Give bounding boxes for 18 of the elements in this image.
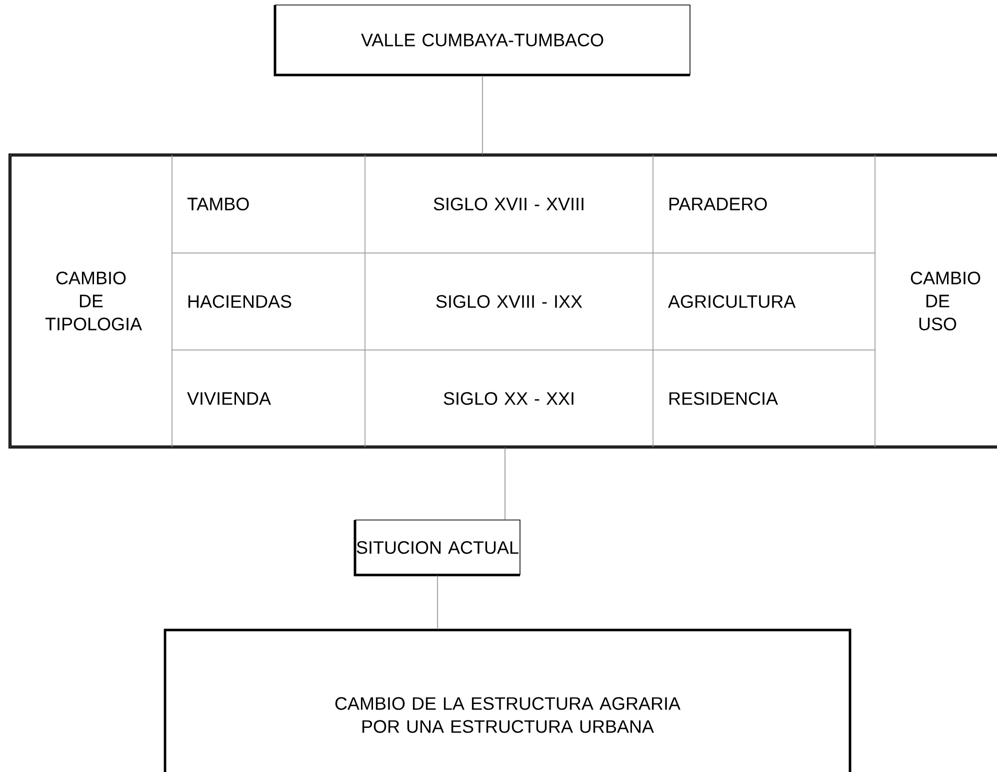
table-cell: SIGLO XVIII - IXX [364,252,654,350]
table-cell: HACIENDAS [172,252,366,350]
connector-line [504,446,506,520]
connector-line [482,74,483,156]
title-box: VALLE CUMBAYA-TUMBACO [274,4,690,76]
table-frame [8,154,997,448]
table-cell: SIGLO XVII - XVIII [364,154,654,254]
table-cell: SIGLO XX - XXI [364,350,654,448]
table-cell: AGRICULTURA [652,252,876,350]
connector-line [437,574,438,630]
table-cell: CAMBIO DE USO [874,154,997,448]
table-cell: CAMBIO DE TIPOLOGIA [10,154,172,448]
table-cell: TAMBO [172,154,366,254]
table-cell: RESIDENCIA [652,350,876,448]
process-box: SITUCION ACTUAL [354,520,520,576]
result-box: CAMBIO DE LA ESTRUCTURA AGRARIA POR UNA ESTRUCTURA URBANA [164,628,852,772]
table-cell: VIVIENDA [172,350,366,448]
table-cell: PARADERO [652,154,876,254]
